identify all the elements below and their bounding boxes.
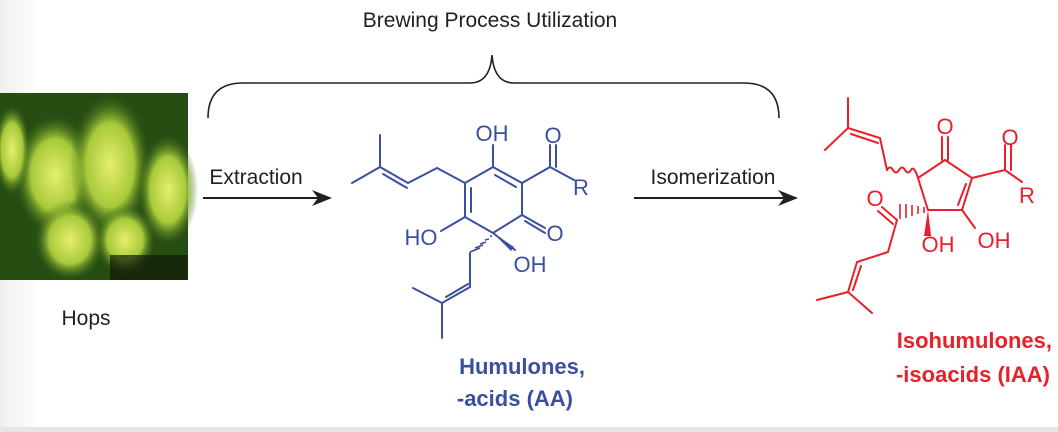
humulone-name: Humulones, xyxy=(459,354,585,379)
hops-label: Hops xyxy=(61,307,110,330)
humulone-name-sub: -acids (AA) xyxy=(457,386,573,411)
isohumulone-o-ring: O xyxy=(936,114,953,139)
humulone-o-acyl: O xyxy=(544,123,561,148)
isomerization-label: Isomerization xyxy=(651,166,776,189)
isohumulone-hashed-bond xyxy=(899,204,925,219)
humulone-o-ring: O xyxy=(546,221,563,246)
diagram-title: Brewing Process Utilization xyxy=(363,9,617,32)
isohumulone-o-acyl: O xyxy=(1001,125,1018,150)
humulone-r-group: R xyxy=(573,175,589,200)
humulone-hashed-bond xyxy=(469,235,492,253)
extraction-label: Extraction xyxy=(209,166,302,189)
humulone-oh-top: OH xyxy=(476,121,509,146)
isohumulone-name: Isohumulones, xyxy=(897,328,1052,353)
isohumulone-structure xyxy=(816,97,1023,314)
humulone-structure xyxy=(351,134,575,339)
humulone-ho: HO xyxy=(405,225,438,250)
isohumulone-r-group: R xyxy=(1019,183,1035,208)
process-brace xyxy=(207,54,780,119)
isohumulone-oh-wedge: OH xyxy=(922,232,955,257)
bottom-divider xyxy=(0,427,1058,432)
humulone-wedge-bond xyxy=(493,233,514,251)
hops-photo xyxy=(0,93,198,280)
isohumulone-wedge-bond xyxy=(924,210,931,236)
isohumulone-name-sub: -isoacids (IAA) xyxy=(896,362,1050,387)
isohumulone-oh-enol: OH xyxy=(978,228,1011,253)
isohumulone-o-side: O xyxy=(866,186,883,211)
humulone-oh-bottom: OH xyxy=(514,252,547,277)
